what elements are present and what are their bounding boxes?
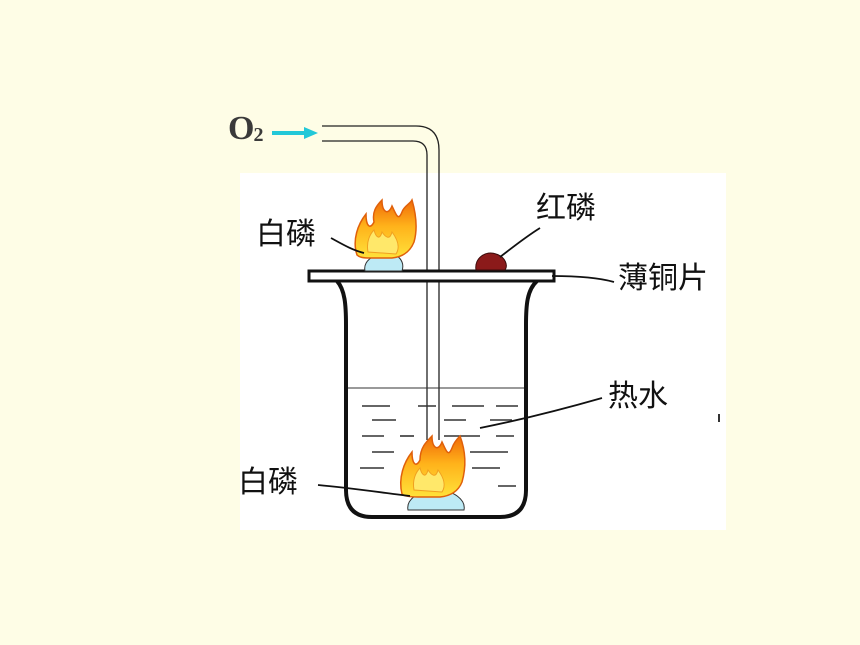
oxygen-label: O2 (228, 110, 263, 147)
beaker (335, 279, 539, 519)
copper-sheet (307, 269, 556, 283)
leader-lines (317, 227, 615, 497)
gas-tube (322, 125, 440, 440)
copper-sheet-label: 薄铜片 (618, 261, 708, 296)
diagram-panel (240, 173, 726, 530)
white-phosphorus-bottom-label: 白磷 (238, 465, 298, 500)
red-phosphorus-label: 红磷 (536, 191, 596, 226)
oxygen-subscript: 2 (253, 124, 263, 146)
oxygen-symbol: O (228, 110, 254, 147)
flame-icon (354, 197, 417, 259)
hot-water-label: 热水 (608, 379, 668, 414)
flame-icon (400, 434, 466, 498)
arrow-icon (272, 127, 318, 139)
white-phosphorus-top-label: 白磷 (256, 217, 316, 252)
red-phosphorus (475, 252, 507, 271)
hot-water (348, 387, 524, 487)
